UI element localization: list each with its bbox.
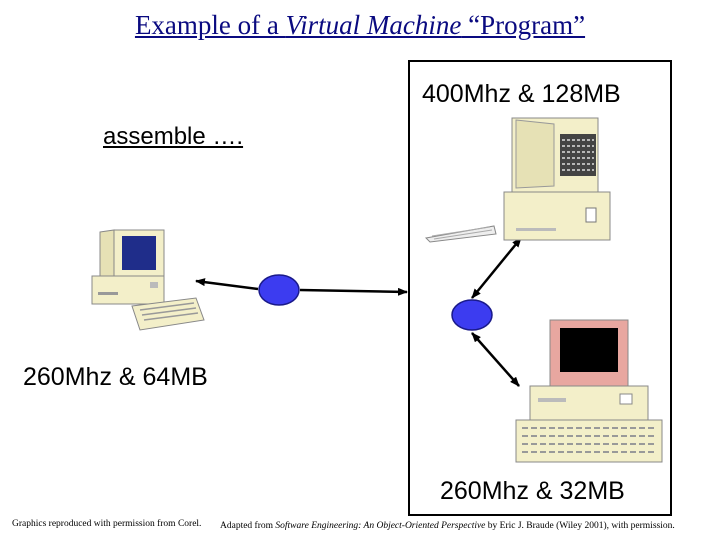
slide-title: Example of a Virtual Machine “Program” [0,10,720,41]
machine-label-bottom-right: 260Mhz & 32MB [440,477,625,505]
assemble-annotation: assemble …. [103,123,244,150]
machine-label-left: 260Mhz & 64MB [23,363,208,391]
network-node-left [258,274,300,306]
title-suffix: “Program” [461,10,586,40]
credit-source: Adapted from Software Engineering: An Ob… [220,521,675,531]
computer-bottom-right-icon [515,319,663,463]
credit-source-prefix: Adapted from [220,521,276,531]
connection-node-to-top-right [471,237,522,299]
connection-node-to-bottom-right [471,332,520,387]
machine-label-top-right: 400Mhz & 128MB [422,80,621,108]
credit-source-suffix: by Eric J. Braude (Wiley 2001), with per… [485,521,675,531]
computer-top-right-icon [424,117,611,243]
credit-corel: Graphics reproduced with permission from… [12,519,202,529]
credit-source-book: Software Engineering: An Object-Oriented… [275,521,486,531]
connection-left-to-node [195,278,259,291]
title-prefix: Example of a [134,10,286,40]
network-node-right [451,299,493,331]
virtual-machine-frame [408,60,672,516]
computer-left-icon [91,229,205,331]
title-italic: Virtual Machine [285,10,462,40]
connection-node-to-frame [299,287,408,296]
